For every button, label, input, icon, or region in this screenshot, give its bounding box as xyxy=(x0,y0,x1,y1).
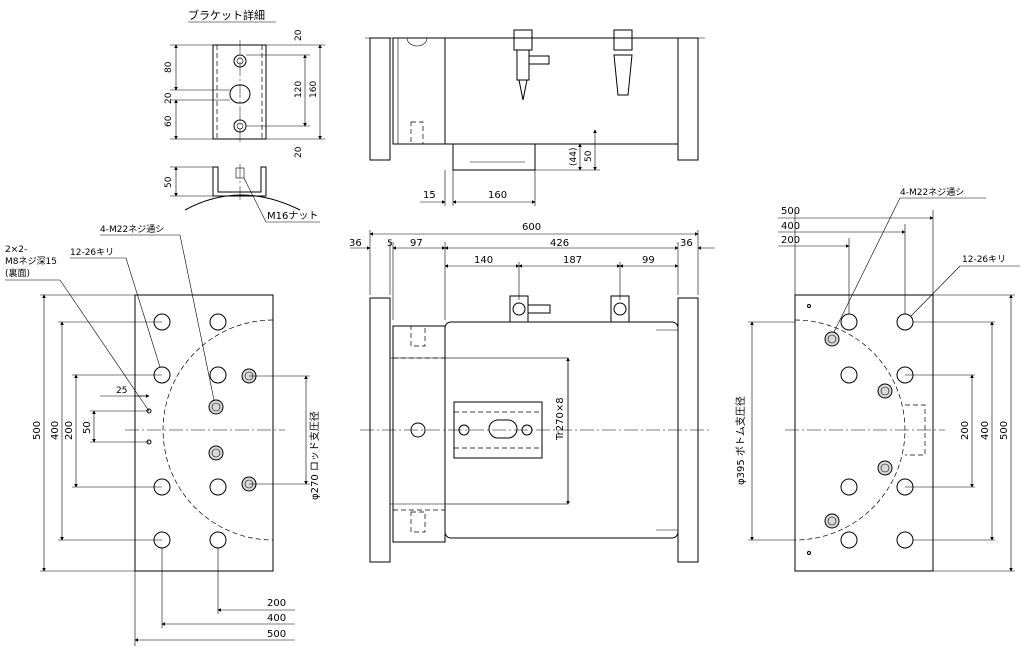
dim-400-bottom: 400 xyxy=(267,613,286,624)
thread-label-left: 4-M22ネジ通シ xyxy=(100,224,164,235)
dim-187: 187 xyxy=(563,255,582,266)
dim-50-side: 50 xyxy=(164,176,174,188)
nut-label: M16ナット xyxy=(267,210,318,222)
thread-label-right: 4-M22ネジ通シ xyxy=(900,187,964,198)
bracket-title: ブラケット詳細 xyxy=(188,8,265,22)
rod-diameter-label: φ270 ロッド支圧径 xyxy=(308,411,321,500)
dim-500-bottom: 500 xyxy=(267,629,286,640)
dim-600: 600 xyxy=(522,222,541,233)
dim-50-top: 50 xyxy=(584,150,594,162)
dim-400-right: 400 xyxy=(980,421,991,440)
dim-25: 25 xyxy=(116,386,127,396)
drill-label-right: 12-26キリ xyxy=(962,255,1006,265)
dim-97: 97 xyxy=(410,238,423,249)
dim-36-left: 36 xyxy=(349,238,362,249)
top-flange-right xyxy=(677,37,699,161)
dim-20-mid: 20 xyxy=(164,92,174,104)
dim-200-left: 200 xyxy=(64,421,75,440)
valve-right xyxy=(613,29,633,51)
dim-200-right: 200 xyxy=(960,421,971,440)
dim-44: (44) xyxy=(569,148,579,166)
top-flange-left xyxy=(369,37,391,161)
dim-15: 15 xyxy=(423,190,436,201)
bracket-detail: ブラケット詳細 80 20 60 120 160 20 20 xyxy=(164,8,325,223)
top-cylinder xyxy=(444,37,679,145)
dim-400-top-right: 400 xyxy=(781,221,800,232)
tap-label-1: 2×2- xyxy=(5,245,27,255)
front-valve-right xyxy=(613,302,627,316)
dim-160: 160 xyxy=(309,81,319,98)
front-view: 600 36 5 97 426 36 140 187 99 xyxy=(349,222,715,563)
left-holes xyxy=(146,313,257,549)
right-view: 4-M22ネジ通シ 12-26キリ φ395 ボトム支圧径 500 400 20… xyxy=(734,187,1020,572)
bottom-diameter-label: φ395 ボトム支圧径 xyxy=(734,396,747,485)
dim-20-bot: 20 xyxy=(294,146,304,158)
drill-label-left: 12-26キリ xyxy=(70,248,114,258)
valve-left xyxy=(513,29,533,51)
dim-50-left: 50 xyxy=(82,421,93,434)
left-view: 2×2- M8ネジ深15 (裏面) 12-26キリ 4-M22ネジ通シ φ270… xyxy=(5,224,321,646)
bracket-side xyxy=(212,166,267,197)
top-view: (44) 50 15 160 xyxy=(365,29,705,206)
dim-80: 80 xyxy=(164,61,174,73)
front-valve-left xyxy=(512,302,526,316)
bracket-plate xyxy=(212,44,267,140)
right-holes xyxy=(807,304,914,555)
dim-99: 99 xyxy=(642,255,655,266)
tap-label-3: (裏面) xyxy=(5,267,30,279)
dim-36-right: 36 xyxy=(680,238,693,249)
dim-500-right: 500 xyxy=(999,421,1010,440)
tap-label-2: M8ネジ深15 xyxy=(5,256,57,267)
dim-20-top: 20 xyxy=(294,29,304,41)
dim-200-top-right: 200 xyxy=(781,235,800,246)
dim-5: 5 xyxy=(387,239,393,249)
dim-60: 60 xyxy=(164,115,174,127)
dim-500-left: 500 xyxy=(32,421,43,440)
dim-200-bottom: 200 xyxy=(267,598,286,609)
dim-500-top-right: 500 xyxy=(781,206,800,217)
dim-426: 426 xyxy=(550,238,569,249)
top-bracket xyxy=(452,143,536,171)
dim-140: 140 xyxy=(474,255,493,266)
dim-400-left: 400 xyxy=(50,421,61,440)
dim-120: 120 xyxy=(294,81,304,98)
dim-160-top: 160 xyxy=(488,190,507,201)
left-flange-plate xyxy=(134,294,274,572)
right-flange-plate xyxy=(794,294,934,572)
thread-spec: Tr270×8 xyxy=(555,397,566,441)
